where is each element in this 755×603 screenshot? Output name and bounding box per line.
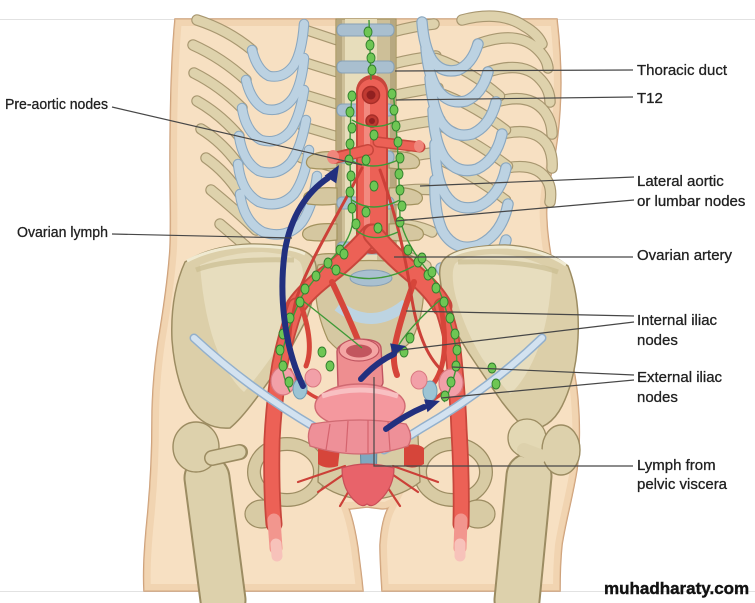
svg-text:pelvic viscera: pelvic viscera <box>637 476 728 493</box>
svg-text:Internal iliac: Internal iliac <box>637 312 718 329</box>
svg-text:External iliac: External iliac <box>637 369 723 386</box>
svg-text:T12: T12 <box>637 90 663 107</box>
svg-text:Ovarian lymph: Ovarian lymph <box>17 224 108 241</box>
svg-text:Pre-aortic nodes: Pre-aortic nodes <box>5 96 108 113</box>
svg-text:muhadharaty.com: muhadharaty.com <box>604 579 749 598</box>
svg-text:Thoracic duct: Thoracic duct <box>637 62 728 79</box>
svg-text:or lumbar nodes: or lumbar nodes <box>637 193 745 210</box>
svg-text:Ovarian artery: Ovarian artery <box>637 247 733 264</box>
svg-text:nodes: nodes <box>637 332 678 349</box>
svg-text:nodes: nodes <box>637 389 678 406</box>
svg-text:Lymph from: Lymph from <box>637 457 716 474</box>
svg-text:Lateral aortic: Lateral aortic <box>637 173 724 190</box>
